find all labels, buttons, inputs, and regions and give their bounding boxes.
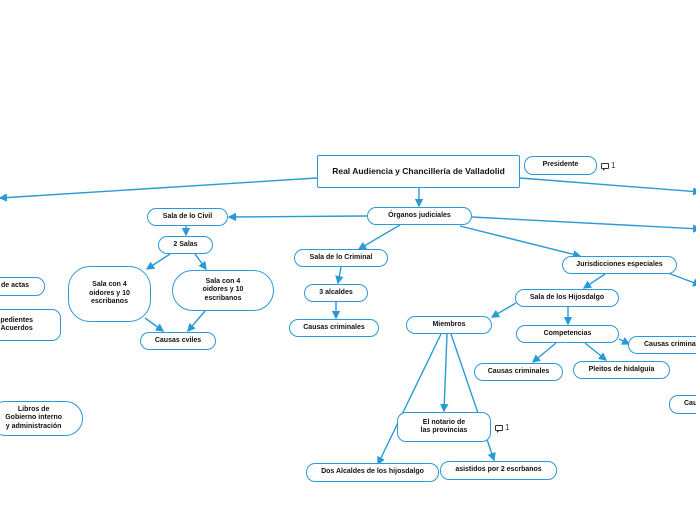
miembros-to-notario-connector [440,333,449,413]
root-to-right-edge-connector [519,177,696,196]
competencias-node[interactable]: Competencias [516,325,619,343]
causas-civiles-node[interactable]: Causas cviles [140,332,216,350]
jurisdicciones-especiales-node[interactable]: Jurisdicciones especiales [562,256,677,274]
organos-to-right-edge-connector [471,216,696,233]
competencias-to-pleitos-connector [584,342,608,361]
sala-b-to-causas-civiles-connector [187,310,206,333]
causas-node-edge[interactable]: Cau [669,395,696,414]
organos-judiciales-node[interactable]: Órganos judiciales [367,207,472,225]
causas-criminales-node-1[interactable]: Causas criminales [289,319,379,337]
organos-to-sala-criminal-connector [357,224,401,250]
comment-count: 1 [505,423,510,432]
hijosdalgo-to-miembros-connector [490,302,517,318]
jurisdicciones-to-hijosdalgo-connector [582,273,606,289]
actas-node[interactable]: de actas [0,277,45,296]
organos-to-sala-civil-connector [227,212,368,222]
presidente-node[interactable]: Presidente [524,156,597,175]
presidente-comment[interactable]: 1 [601,161,616,171]
jurisdicciones-to-right-edge-connector [667,272,696,287]
sala-hijosdalgo-node[interactable]: Sala de los Hijosdalgo [515,289,619,307]
causas-criminal-node-edge[interactable]: Causas criminal [628,336,696,354]
root-to-left-edge-connector [0,177,318,202]
expedientes-node[interactable]: pedientes Acuerdos [0,309,61,341]
pleitos-hidalguia-node[interactable]: Pleitos de hidalguía [573,361,670,379]
miembros-to-dos-alcaldes-connector [377,333,442,466]
sala-criminal-to-tres-alcaldes-connector [335,266,344,285]
competencias-to-causas-edge-connector [618,337,631,345]
comment-icon [601,162,609,171]
competencias-to-causas-criminales-connector [531,342,557,363]
tres-alcaldes-node[interactable]: 3 alcaldes [304,284,368,302]
dos-alcaldes-node[interactable]: Dos Alcaldes de los hijosdalgo [306,463,439,482]
dos-salas-to-sala-a-connector [145,253,171,270]
notario-node[interactable]: El notario de las provincias [397,412,491,442]
sala-oidores-node-b[interactable]: Sala con 4 oidores y 10 escribanos [172,270,274,311]
causas-criminales-node-2[interactable]: Causas criminales [474,363,563,381]
asistidos-node[interactable]: asistidos por 2 escrbanos [440,461,557,480]
organos-to-jurisdicciones-connector [459,225,582,259]
root-node[interactable]: Real Audiencia y Chancillería de Vallado… [317,155,520,188]
dos-salas-node[interactable]: 2 Salas [158,236,213,254]
sala-oidores-node-a[interactable]: Sala con 4 oidores y 10 escribanos [68,266,151,322]
dos-salas-to-sala-b-connector [194,253,207,271]
libros-gobierno-node[interactable]: Libros de Gobierno interno y administrac… [0,401,83,436]
sala-civil-node[interactable]: Sala de lo Civil [147,208,228,226]
miembros-node[interactable]: Miembros [406,316,492,334]
sala-a-to-causas-civiles-connector [144,317,165,332]
comment-count: 1 [611,161,616,170]
comment-icon [495,424,503,433]
notario-comment[interactable]: 1 [495,423,510,433]
sala-criminal-node[interactable]: Sala de lo Criminal [294,249,388,267]
